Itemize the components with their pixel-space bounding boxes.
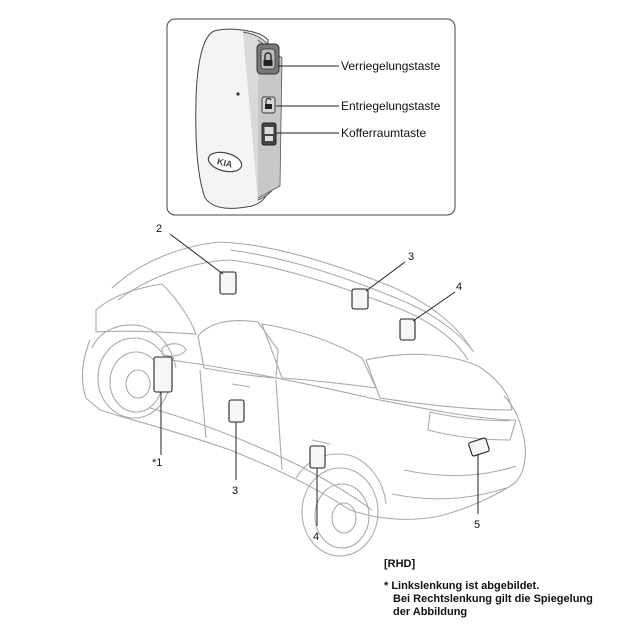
car-side-mirror (161, 343, 187, 357)
callout-2-label: 2 (156, 223, 162, 235)
footnote-line-1: * Linkslenkung ist abgebildet. (384, 580, 540, 592)
car-door-line (199, 369, 283, 471)
antenna-components: *1 2 3 4 3 4 5 (152, 223, 490, 543)
antenna-module-1 (153, 356, 173, 393)
antenna-module-4-door (309, 445, 326, 469)
callout-1-label: *1 (152, 457, 162, 469)
car-rear-window (261, 323, 377, 389)
car-roof-rail (229, 249, 475, 353)
trunk-icon (265, 136, 273, 141)
car-rear-bumper (391, 465, 517, 500)
car-belt-line (155, 357, 511, 421)
fob-hole (236, 92, 240, 96)
car-front-window (197, 319, 279, 379)
car-door-handle-front (231, 383, 251, 388)
car-body (81, 339, 526, 520)
label-lock-button: Verriegelungstaste (341, 59, 441, 73)
footnote-line-3: der Abbildung (393, 606, 468, 618)
callout-5-label: 5 (474, 519, 480, 531)
car-rear-glass (365, 353, 513, 411)
car-tail-lamp (427, 411, 517, 441)
car-windshield (95, 283, 197, 335)
car-rear-wheel (295, 453, 387, 557)
car-door-handle-rear (311, 439, 331, 445)
label-unlock-button: Entriegelungstaste (341, 99, 441, 113)
callout-4-door-label: 4 (313, 531, 319, 543)
antenna-module-3-roof (351, 288, 369, 310)
lock-button-graphic (256, 43, 280, 75)
unlock-button-graphic (261, 96, 276, 114)
callout-3-roof-leader (365, 261, 406, 292)
trunk-button-graphic (261, 122, 277, 146)
footnote-line-2: Bei Rechtslenkung gilt die Spiegelung (393, 593, 593, 605)
lock-icon (264, 52, 272, 60)
antenna-module-4-roof (399, 318, 416, 341)
smart-key-frame (166, 18, 456, 216)
footnote: [RHD] * Linkslenkung ist abgebildet. Bei… (384, 558, 593, 619)
antenna-module-2 (219, 271, 237, 295)
antenna-module-5 (468, 437, 490, 457)
footnote-region: [RHD] (384, 558, 416, 570)
callout-2-leader (169, 233, 224, 275)
kia-logo: KIA (207, 151, 243, 173)
label-trunk-button: Kofferraumtaste (341, 126, 426, 140)
svg-text:KIA: KIA (216, 156, 234, 170)
vehicle-drawing (81, 241, 526, 557)
antenna-module-3-door (228, 399, 245, 423)
callout-3-roof-label: 3 (408, 251, 414, 263)
car-roofline-inner (117, 259, 469, 361)
callout-4-roof-leader (412, 291, 456, 322)
callout-4-roof-label: 4 (456, 281, 462, 293)
smart-key-panel: KIA Verriegelungs (166, 18, 456, 216)
smart-key-fob: KIA (195, 28, 283, 209)
callout-3-door-label: 3 (232, 485, 238, 497)
car-lower-sill (149, 407, 373, 511)
car-roof (111, 241, 473, 351)
unlock-icon (265, 98, 272, 104)
